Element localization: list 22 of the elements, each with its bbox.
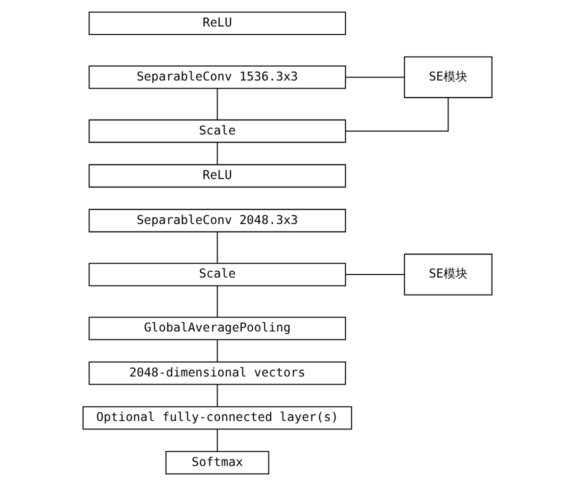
connector (345, 274, 404, 276)
connector (216, 429, 218, 452)
node-box: ReLU (88, 164, 346, 188)
node-box: SeparableConv 2048.3x3 (88, 208, 346, 232)
node-box: SeparableConv 1536.3x3 (88, 66, 346, 89)
connector (216, 384, 218, 406)
node-box: Scale (88, 119, 346, 143)
node-box: Softmax (164, 451, 269, 474)
connector (216, 88, 218, 120)
node-box: 2048-dimensional vectors (88, 362, 346, 385)
connector (345, 98, 448, 132)
connector (216, 286, 218, 318)
node-box: Optional fully-connected layer(s) (82, 406, 352, 430)
connector (216, 340, 218, 362)
connector (216, 142, 218, 164)
node-box: SE模块 (403, 56, 492, 98)
node-box: ReLU (88, 12, 346, 35)
connector (345, 76, 404, 78)
node-box: Scale (88, 262, 346, 286)
connector (216, 232, 218, 264)
node-box: SE模块 (403, 254, 492, 296)
node-box: GlobalAveragePooling (88, 316, 346, 340)
